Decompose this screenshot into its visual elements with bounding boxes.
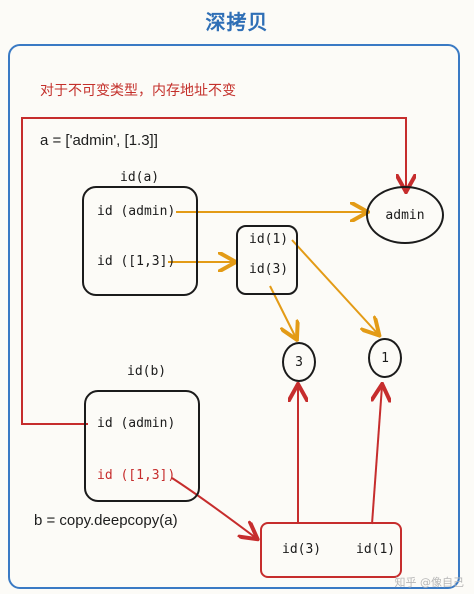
box-b-caption: id(b): [127, 364, 167, 379]
box-a-caption: id(a): [120, 170, 160, 185]
arrow-b-list-to-copy: [171, 477, 256, 538]
page-title: 深拷贝: [205, 10, 269, 34]
arrow-inner1-to-one: [291, 239, 378, 334]
box-a-item-list: id ([1,3]): [97, 254, 176, 269]
inner-list-item-1: id(1): [249, 232, 289, 247]
arrow-copy1-to-one: [372, 386, 382, 525]
inner-list-item-3: id(3): [249, 262, 289, 277]
box-b-item-admin: id (admin): [97, 416, 176, 431]
inner-list-box: [236, 225, 298, 295]
copy-list-box: [260, 522, 402, 578]
code-b: b = copy.deepcopy(a): [34, 512, 178, 529]
copy-list-item-3: id(3): [282, 542, 322, 557]
node-admin: admin: [366, 186, 444, 244]
arrow-b-admin-to-admin: [21, 117, 406, 425]
code-a: a = ['admin', [1.3]]: [40, 132, 158, 149]
box-b: [84, 390, 200, 502]
note-immutable: 对于不可变类型，内存地址不变: [40, 83, 236, 99]
copy-list-item-1: id(1): [356, 542, 396, 557]
box-a: [82, 186, 198, 296]
box-b-item-list: id ([1,3]): [97, 468, 176, 483]
box-a-item-admin: id (admin): [97, 204, 176, 219]
node-one: 1: [368, 338, 402, 378]
outer-frame: [8, 44, 460, 589]
watermark: 知乎 @像自己: [394, 576, 465, 589]
node-three: 3: [282, 342, 316, 382]
